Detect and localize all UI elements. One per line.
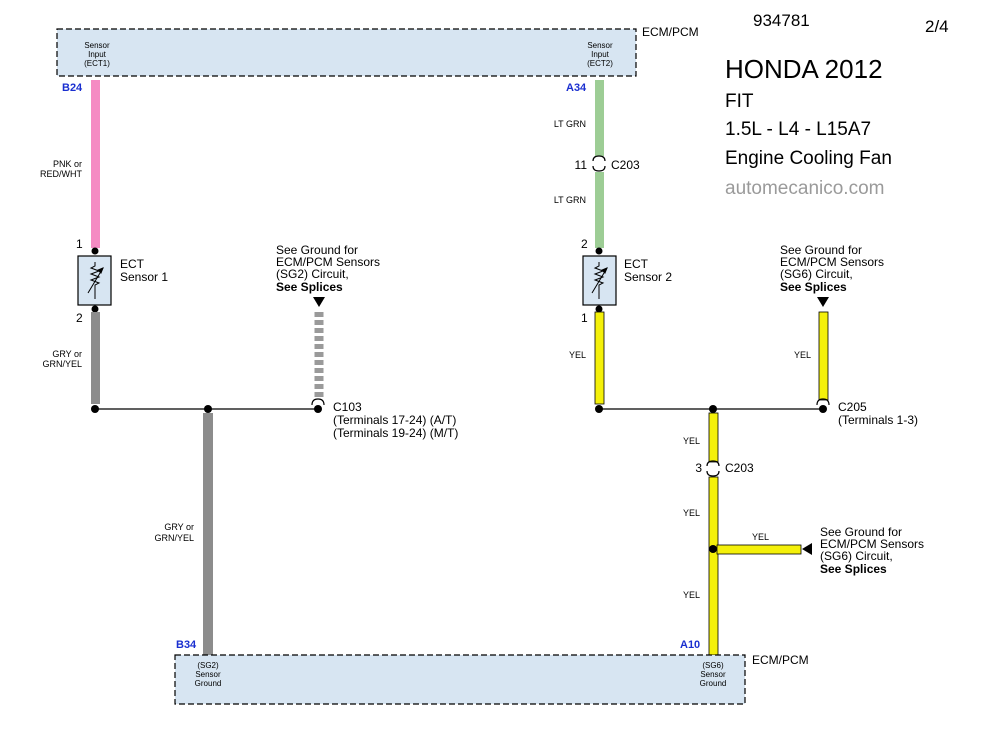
top-left-input-line2: Input: [88, 50, 107, 59]
sg6-note-3: (SG6) Circuit,: [780, 267, 853, 281]
sg6-note-2: ECM/PCM Sensors: [780, 255, 884, 269]
branch-arrow-icon: [802, 543, 812, 555]
pin-b24: B24: [62, 82, 83, 94]
wire-yellow-mid-label-2: YEL: [683, 508, 700, 518]
page-number: 2/4: [925, 17, 949, 36]
bottom-right-ground-1: (SG6): [702, 661, 724, 670]
bottom-ecm-module: [174, 654, 746, 705]
wire-yellow-sensor-label: YEL: [569, 350, 586, 360]
thermistor-icon: [591, 262, 608, 299]
branch-note-2: ECM/PCM Sensors: [820, 537, 924, 551]
sg6-arrow-icon: [817, 297, 829, 307]
wire-yellow-mid-upper: [708, 412, 719, 463]
branch-note-3: (SG6) Circuit,: [820, 549, 893, 563]
wire-yellow-bottom-label: YEL: [683, 590, 700, 600]
wire-yellow-mid-label-1: YEL: [683, 436, 700, 446]
c205-terminals: (Terminals 1-3): [838, 413, 918, 427]
branch-note-1: See Ground for: [820, 525, 902, 539]
wire-green-label-1: LT GRN: [554, 119, 586, 129]
sensor2-name-2: Sensor 2: [624, 270, 672, 284]
wire-yellow-branch-label: YEL: [752, 532, 769, 542]
pin-a34: A34: [566, 82, 587, 94]
wire-yellow-ground: [818, 311, 829, 401]
thermistor-icon: [87, 262, 104, 299]
wire-gray-ground-label-1: GRY or: [164, 522, 194, 532]
bottom-right-ground-2: Sensor: [700, 670, 726, 679]
sensor1-pin-top: 1: [76, 237, 83, 251]
top-right-input-line1: Sensor: [587, 41, 613, 50]
wire-pink-label-2: RED/WHT: [40, 169, 82, 179]
sg6-note-4: See Splices: [780, 280, 847, 294]
wire-green-label-2: LT GRN: [554, 195, 586, 205]
top-ecm-label: ECM/PCM: [642, 25, 699, 39]
sg2-note-4: See Splices: [276, 280, 343, 294]
c103-terminals-at: (Terminals 17-24) (A/T): [333, 413, 456, 427]
c203-mid-label: C203: [725, 461, 754, 475]
top-left-input-line1: Sensor: [84, 41, 110, 50]
wire-yellow-ground-label: YEL: [794, 350, 811, 360]
c205-label: C205: [838, 400, 867, 414]
wire-green-lower: [595, 172, 604, 248]
system-title: Engine Cooling Fan: [725, 148, 892, 169]
bottom-right-ground-3: Ground: [700, 679, 727, 688]
c203-top-pin: 11: [575, 158, 588, 172]
wire-gray-label-2: GRN/YEL: [42, 359, 82, 369]
sensor1-name-2: Sensor 1: [120, 270, 168, 284]
wire-pink: [91, 80, 100, 248]
sg6-note-1: See Ground for: [780, 243, 862, 257]
wire-yellow-sensor2: [594, 311, 605, 405]
c203-top-label: C203: [611, 158, 640, 172]
pin-b34: B34: [176, 639, 197, 651]
sensor1-name-1: ECT: [120, 257, 145, 271]
wire-pink-label-1: PNK or: [53, 159, 82, 169]
top-ecm-module: [56, 28, 637, 77]
bottom-ecm-label: ECM/PCM: [752, 653, 809, 667]
doc-number: 934781: [753, 11, 810, 30]
sensor2-pin-top: 2: [581, 237, 588, 251]
sg2-note-2: ECM/PCM Sensors: [276, 255, 380, 269]
wire-gray-ground: [203, 413, 213, 655]
sensor2-name-1: ECT: [624, 257, 649, 271]
bottom-left-ground-1: (SG2): [197, 661, 219, 670]
branch-note-4: See Splices: [820, 562, 887, 576]
wire-gray-ground-label-2: GRN/YEL: [154, 533, 194, 543]
make-year: HONDA 2012: [725, 54, 883, 84]
wire-yellow-branch: [716, 544, 802, 555]
c103-label: C103: [333, 400, 362, 414]
sensor2-pin-bottom: 1: [581, 311, 588, 325]
c203-mid-pin: 3: [695, 461, 702, 475]
sensor1-pin-bottom: 2: [76, 311, 83, 325]
top-right-input-line3: (ECT2): [587, 59, 613, 68]
wire-gray-label-1: GRY or: [52, 349, 82, 359]
top-right-input-line2: Input: [591, 50, 610, 59]
bottom-left-ground-2: Sensor: [195, 670, 221, 679]
sg2-arrow-icon: [313, 297, 325, 307]
bottom-left-ground-3: Ground: [195, 679, 222, 688]
c103-terminals-mt: (Terminals 19-24) (M/T): [333, 426, 458, 440]
pin-a10: A10: [680, 639, 700, 651]
site-watermark: automecanico.com: [725, 178, 884, 199]
engine: 1.5L - L4 - L15A7: [725, 119, 871, 140]
top-left-input-line3: (ECT1): [84, 59, 110, 68]
wire-gray-sensor1: [91, 312, 100, 404]
sg2-note-3: (SG2) Circuit,: [276, 267, 349, 281]
wire-yellow-mid-lower: [708, 476, 719, 656]
wire-green-upper: [595, 80, 604, 156]
model: FIT: [725, 91, 754, 112]
sg2-note-1: See Ground for: [276, 243, 358, 257]
